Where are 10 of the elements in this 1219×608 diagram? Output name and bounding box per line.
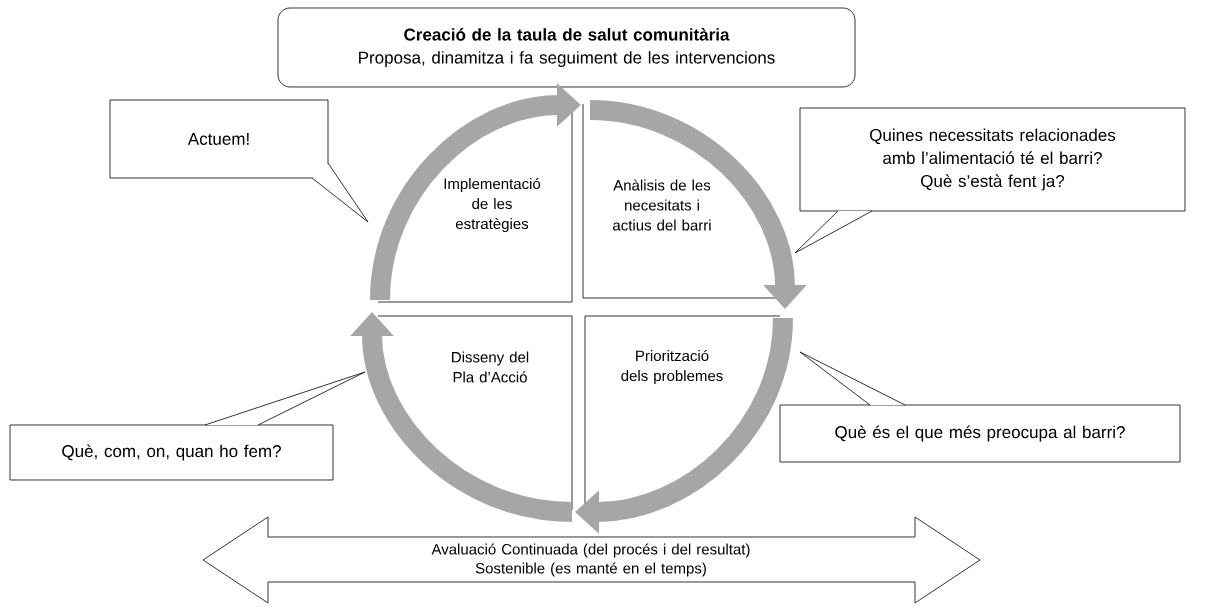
speech-callout: Què, com, on, quan ho fem? [9,371,366,481]
quadrant-box: Implementació de les estratègies [377,104,573,303]
quadrant-box: Anàlisis de les necesitats i actius del barri [582,103,779,299]
quadrant-box: Priorització dels problemes [584,315,781,511]
speech-callout: Què és el que més preocupa al barri? [779,351,1181,463]
quadrant-box: Disseny del Pla d’Acció [377,315,573,511]
speech-callout: Quines necessitats relacionades amb l’alimentació té el barri? Què s’està fent ja? [794,107,1186,254]
heading-box: Creació de la taula de salut comunitària Proposa, dinamitza i fa seguiment de les intervencions [277,7,856,88]
double-arrow-band: Avaluació Continuada (del procés i del resultat) Sostenible (es manté en el temps) [202,516,981,604]
speech-callout: Actuem! [109,99,369,223]
